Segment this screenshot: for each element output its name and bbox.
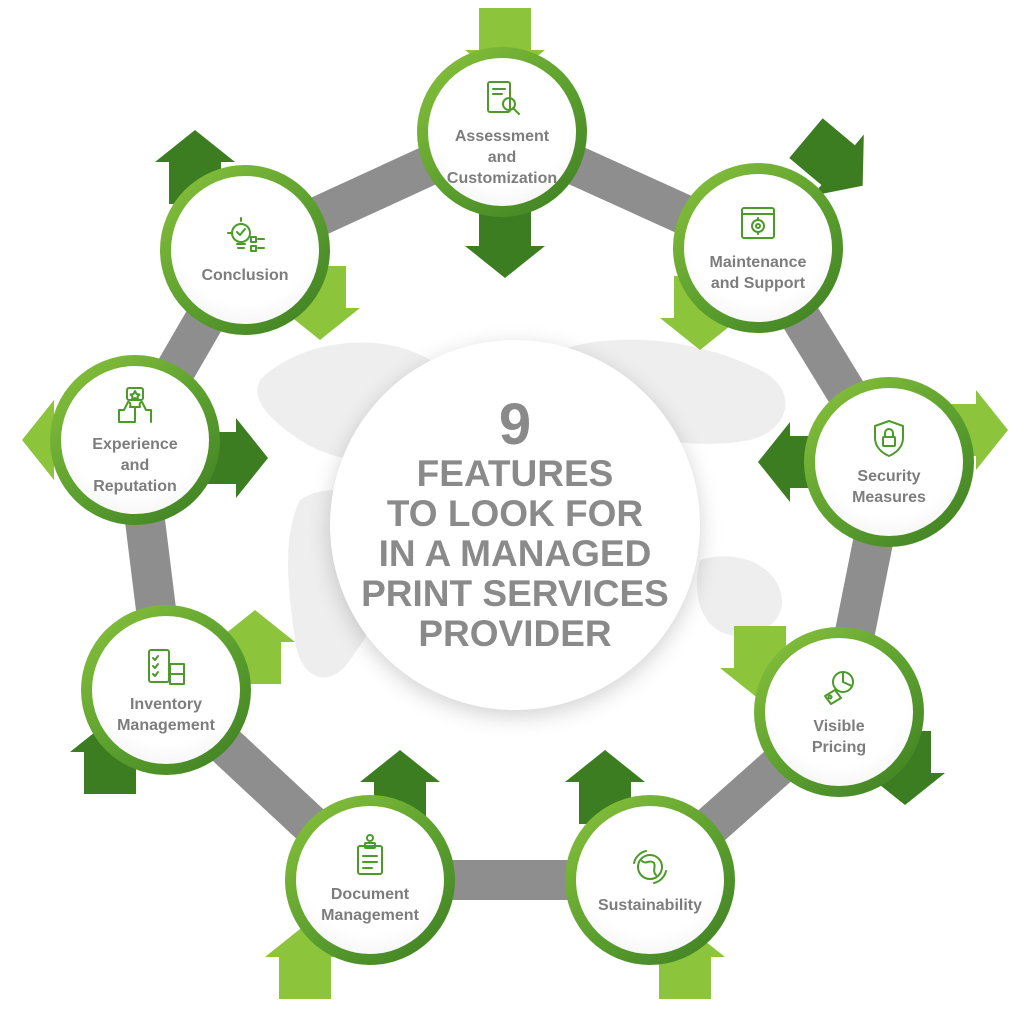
node-face: Security Measures (815, 388, 963, 536)
feature-node: Sustainability (565, 795, 735, 965)
center-title-circle: 9 FEATURES TO LOOK FOR IN A MANAGED PRIN… (330, 340, 700, 710)
checklist-boxes-icon (148, 649, 185, 685)
feature-node: Maintenance and Support (673, 163, 843, 333)
node-face: Inventory Management (92, 616, 240, 764)
title-line: TO LOOK FOR (386, 493, 644, 534)
feature-label: Visible Pricing (811, 718, 867, 756)
node-face: Document Management (296, 806, 444, 954)
gear-wrench-window-icon (741, 207, 775, 239)
feature-label: Experience and Reputation (92, 435, 178, 495)
feature-label: Conclusion (201, 266, 289, 284)
feature-node: Inventory Management (81, 605, 251, 775)
title-line: PRINT SERVICES (361, 573, 669, 614)
document-search-icon (487, 80, 520, 115)
node-face: Experience and Reputation (61, 366, 209, 514)
feature-label: Sustainability (597, 896, 703, 914)
node-face: Conclusion (171, 176, 319, 324)
feature-label: Assessment and Customization (446, 127, 558, 187)
node-face: Maintenance and Support (684, 174, 832, 322)
feature-node: Assessment and Customization (417, 47, 587, 217)
feature-label: Inventory Management (117, 696, 215, 734)
feature-label: Maintenance and Support (709, 254, 807, 292)
direction-arrow (789, 118, 864, 196)
node-face: Sustainability (576, 806, 724, 954)
globe-recycle-icon (633, 849, 667, 884)
clipboard-gear-icon (357, 834, 383, 875)
node-face: Visible Pricing (765, 638, 913, 786)
thumbs-up-stars-icon (118, 386, 152, 423)
pie-chart-price-tag-icon (824, 671, 854, 705)
title-line: FEATURES (416, 453, 614, 494)
node-face: Assessment and Customization (428, 58, 576, 206)
feature-label: Security Measures (852, 468, 926, 506)
feature-node: Security Measures (804, 377, 974, 547)
lightbulb-check-icon (227, 216, 265, 252)
feature-label: Document Management (321, 886, 419, 924)
feature-node: Visible Pricing (754, 627, 924, 797)
connector-band (114, 110, 911, 900)
title-line: PROVIDER (418, 613, 612, 654)
direction-arrow (465, 204, 545, 278)
feature-node: Conclusion (160, 165, 330, 335)
shield-lock-icon (874, 420, 904, 457)
feature-node: Document Management (285, 795, 455, 965)
title-line: IN A MANAGED (378, 533, 652, 574)
feature-count: 9 (498, 392, 532, 457)
feature-node: Experience and Reputation (50, 355, 220, 525)
